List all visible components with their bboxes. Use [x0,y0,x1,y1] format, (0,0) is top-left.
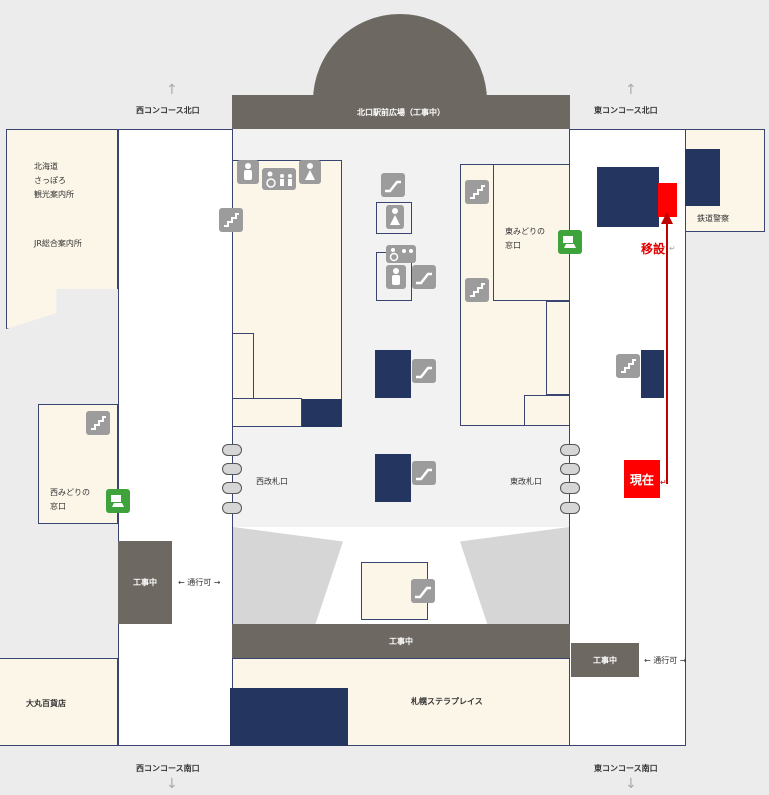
restroom-male-icon[interactable] [386,265,406,289]
east-north-arrow-icon: ↑ [625,82,637,98]
north-plaza-bar: 北口駅前広場（工事中） [232,95,570,129]
east-inner-sub1 [546,301,570,395]
west-tourist-block [6,129,118,329]
west-midori-label2: 窓口 [50,502,66,511]
police-navy [685,149,720,206]
east-midori-label1: 東みどりの [505,227,545,236]
east-construction-label: 工事中 [593,655,617,665]
south-construction-bar: 工事中 [232,624,570,658]
west-inner-sub2 [232,398,302,427]
west-south-arrow-icon: ↓ [166,776,178,792]
east-concourse-north-label: 東コンコース北口 [594,106,658,115]
escalator-icon[interactable] [411,579,435,603]
east-gate-label: 東改札口 [510,477,542,486]
west-gate-2 [222,463,242,475]
east-passable-label: ← 通行可 → [644,656,687,665]
east-concourse-south-label: 東コンコース南口 [594,764,658,773]
moved-location-marker [658,183,677,217]
escalator-icon[interactable] [381,173,405,197]
jr-info-label: JR総合案内所 [34,239,82,248]
west-inner-sub1 [232,333,254,400]
center-navy-1 [375,350,411,398]
current-label: 現在 [629,472,654,487]
stellar-label: 札幌ステラプレイス [411,697,483,706]
escalator-icon[interactable] [412,359,436,383]
west-north-arrow-icon: ↑ [166,82,178,98]
west-construction-block: 工事中 [118,541,172,624]
west-concourse-north-label: 西コンコース北口 [136,106,200,115]
police-label: 鉄道警察 [697,214,729,223]
west-gate-1 [222,444,242,456]
daimaru-store [0,658,118,746]
west-midori-room [38,404,118,524]
south-construction-label: 工事中 [389,636,413,646]
tourist-info-line3: 観光案内所 [34,190,74,199]
relocation-arrow-head [661,212,673,224]
east-gate-3 [560,482,580,494]
east-inner-sub2 [524,395,570,426]
restroom-female-icon[interactable] [386,205,404,229]
stairs-icon[interactable] [219,208,243,232]
tourist-info-line1: 北海道 [34,162,58,171]
east-navy-mid [641,350,664,398]
restroom-male-icon[interactable] [237,160,259,184]
west-inner-navy [302,399,342,427]
accessible-restroom-icon[interactable] [386,245,416,263]
west-midori-label1: 西みどりの [50,488,90,497]
moved-return-mark: ↵ [669,244,676,253]
center-navy-2 [375,454,411,502]
west-gate-3 [222,482,242,494]
moved-label: 移設 [641,242,666,256]
north-plaza-label: 北口駅前広場（工事中） [357,107,445,117]
stairs-icon[interactable] [86,411,110,435]
current-location-marker: 現在 [624,460,660,498]
restroom-female-icon[interactable] [299,160,321,184]
accessible-restroom-icon[interactable] [262,168,296,190]
west-gate-label: 西改札口 [256,477,288,486]
east-navy-top [597,167,659,227]
west-passable-label: ← 通行可 → [178,578,221,587]
east-south-arrow-icon: ↓ [625,776,637,792]
west-concourse-south-label: 西コンコース南口 [136,764,200,773]
current-return-mark: ↵ [660,478,667,487]
east-midori-label2: 窓口 [505,241,521,250]
tourist-info-line2: さっぽろ [34,176,66,185]
relocation-arrow-line [666,216,668,484]
stairs-icon[interactable] [465,180,489,204]
east-gate-1 [560,444,580,456]
escalator-icon[interactable] [412,461,436,485]
daimaru-label: 大丸百貨店 [26,699,66,708]
west-construction-label: 工事中 [133,578,157,587]
east-gate-2 [560,463,580,475]
escalator-icon[interactable] [412,265,436,289]
stairs-icon[interactable] [616,354,640,378]
east-gate-4 [560,502,580,514]
ticket-window-icon[interactable] [106,489,130,513]
stairs-icon[interactable] [465,278,489,302]
stellar-navy [230,688,348,746]
ticket-window-icon[interactable] [558,230,582,254]
west-gate-4 [222,502,242,514]
east-construction-block: 工事中 [571,643,639,677]
